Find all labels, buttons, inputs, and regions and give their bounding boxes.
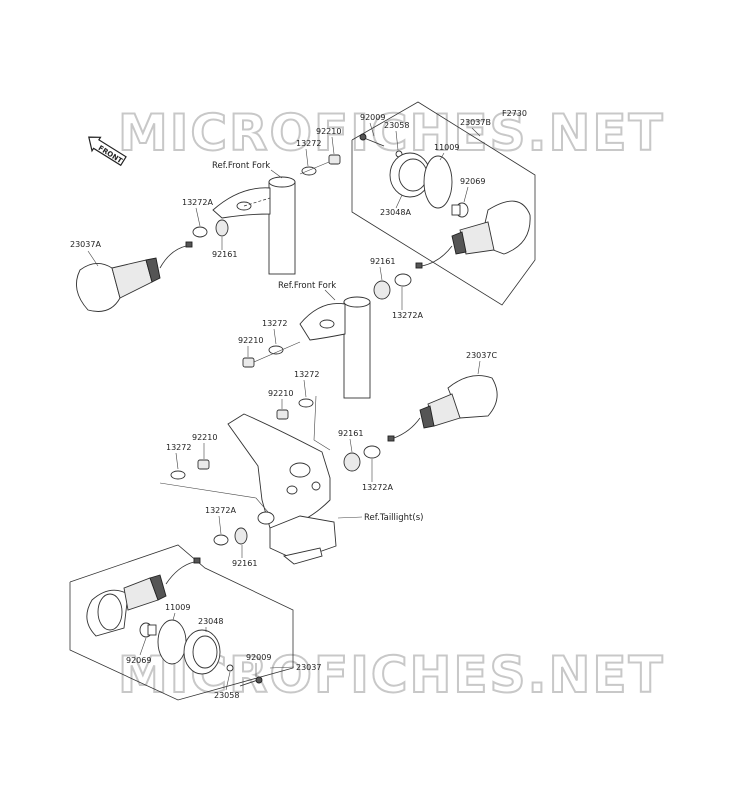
nut-92210-2 xyxy=(242,357,255,368)
label-13272-2: 13272 xyxy=(262,319,287,328)
label-13272-4: 13272 xyxy=(166,443,191,452)
label-11009-2: 11009 xyxy=(165,603,190,612)
washer-13272A-1 xyxy=(192,226,208,238)
label-13272-3: 13272 xyxy=(294,370,319,379)
label-92009-2: 92009 xyxy=(246,653,271,662)
o-ring-11009-1 xyxy=(423,155,453,209)
front-fork-lower xyxy=(299,296,371,399)
turn-signal-23037C xyxy=(387,375,498,442)
bulb-92069-1 xyxy=(451,202,469,218)
label-92161-3: 92161 xyxy=(338,429,363,438)
grommet-92161-2 xyxy=(373,280,391,300)
label-92161-1: 92161 xyxy=(212,250,237,259)
label-23048: 23048 xyxy=(198,617,223,626)
label-13272A-3: 13272A xyxy=(362,483,393,492)
label-92210-2: 92210 xyxy=(238,336,263,345)
washer-13272-3 xyxy=(298,398,314,408)
label-23058-1: 23058 xyxy=(384,121,409,130)
washer-13272A-4 xyxy=(213,534,229,546)
box-23037 xyxy=(69,544,294,701)
nut-92210-3 xyxy=(276,409,289,420)
label-92210-1: 92210 xyxy=(316,127,341,136)
bulb-92069-2 xyxy=(139,622,157,638)
screw-92009-2 xyxy=(239,679,259,687)
label-13272A-2: 13272A xyxy=(392,311,423,320)
box-23037B xyxy=(351,101,536,306)
washer-13272A-2 xyxy=(394,273,412,287)
ref-taillight: Ref.Taillight(s) xyxy=(364,513,423,523)
grommet-92161-4 xyxy=(234,527,248,545)
collar-23058-2 xyxy=(226,664,234,672)
label-92210-3: 92210 xyxy=(268,389,293,398)
washer-13272A-3 xyxy=(363,445,381,459)
screw-92009-1 xyxy=(363,137,385,147)
label-92161-4: 92161 xyxy=(232,559,257,568)
label-13272-1: 13272 xyxy=(296,139,321,148)
label-92069-2: 92069 xyxy=(126,656,151,665)
label-13272A-4: 13272A xyxy=(205,506,236,515)
label-23037B: 23037B xyxy=(460,118,491,127)
turn-signal-23037B xyxy=(415,200,531,269)
label-92210-4: 92210 xyxy=(192,433,217,442)
watermark-top: MICROFICHES.NET xyxy=(118,104,665,162)
turn-signal-23037A xyxy=(75,241,193,312)
front-fork-upper xyxy=(212,176,296,275)
label-23037: 23037 xyxy=(296,663,321,672)
label-23048A: 23048A xyxy=(380,208,411,217)
lens-rim-23048 xyxy=(183,629,221,675)
label-92069-1: 92069 xyxy=(460,177,485,186)
washer-13272-2 xyxy=(268,345,284,355)
label-92161-2: 92161 xyxy=(370,257,395,266)
o-ring-11009-2 xyxy=(157,619,187,665)
rear-bracket xyxy=(227,413,337,565)
washer-13272-4 xyxy=(170,470,186,480)
turn-signal-23037 xyxy=(86,557,201,637)
label-23037C: 23037C xyxy=(466,351,497,360)
ref-front-fork-upper: Ref.Front Fork xyxy=(212,161,270,171)
nut-92210-1 xyxy=(328,154,341,165)
label-92009-1: 92009 xyxy=(360,113,385,122)
grommet-92161-3 xyxy=(343,452,361,472)
label-23037A: 23037A xyxy=(70,240,101,249)
ref-front-fork-lower: Ref.Front Fork xyxy=(278,281,336,291)
label-11009-1: 11009 xyxy=(434,143,459,152)
figure-code: F2730 xyxy=(502,109,527,118)
grommet-92161-1 xyxy=(215,219,229,237)
label-23058-2: 23058 xyxy=(214,691,239,700)
label-13272A-1: 13272A xyxy=(182,198,213,207)
lens-rim-23048A xyxy=(389,152,431,198)
nut-92210-4 xyxy=(197,459,210,470)
